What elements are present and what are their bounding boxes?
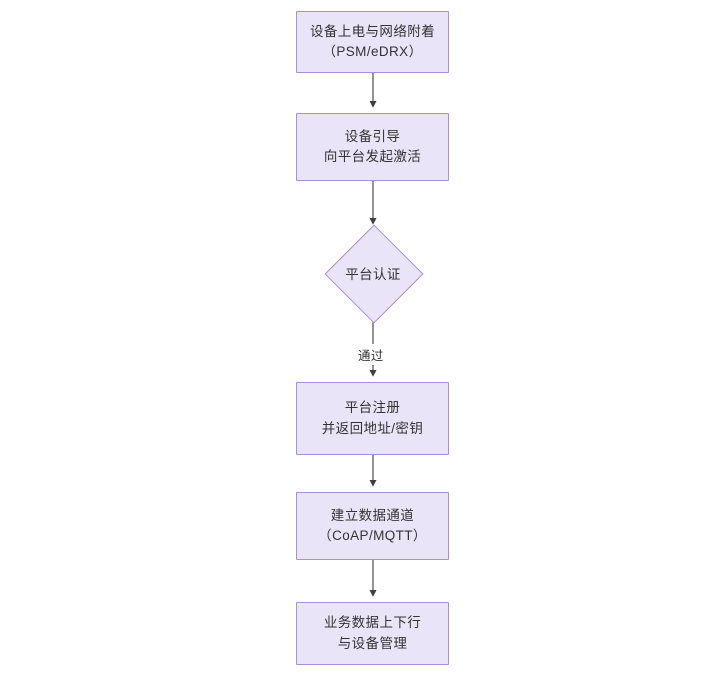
node-platform-auth-decision[interactable]: 平台认证	[324, 224, 424, 324]
node-label: 平台注册 并返回地址/密钥	[321, 400, 424, 436]
node-label: 建立数据通道 （CoAP/MQTT）	[318, 507, 427, 543]
edge-label-pass: 通过	[355, 344, 387, 365]
node-business-data-and-device-mgmt[interactable]: 业务数据上下行 与设备管理	[296, 602, 449, 665]
node-label: 业务数据上下行 与设备管理	[323, 615, 422, 651]
node-device-power-on[interactable]: 设备上电与网络附着 （PSM/eDRX）	[296, 11, 449, 73]
node-label: 平台认证	[345, 267, 401, 282]
node-label: 设备上电与网络附着 （PSM/eDRX）	[309, 23, 436, 59]
node-establish-data-channel[interactable]: 建立数据通道 （CoAP/MQTT）	[296, 492, 449, 560]
node-label: 设备引导 向平台发起激活	[323, 128, 422, 164]
node-device-bootstrap[interactable]: 设备引导 向平台发起激活	[296, 113, 449, 181]
node-platform-register[interactable]: 平台注册 并返回地址/密钥	[296, 382, 449, 455]
